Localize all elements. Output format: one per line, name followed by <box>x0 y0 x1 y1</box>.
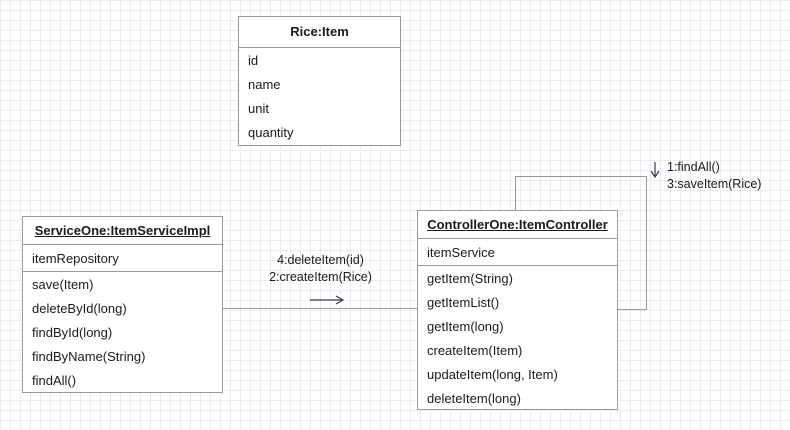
self-loop-left-segment <box>515 176 516 210</box>
self-loop-bottom-segment <box>617 309 647 310</box>
uml-operation-row: deleteItem(long) <box>427 390 521 406</box>
uml-box-controller-one[interactable]: ControllerOne:ItemController itemService… <box>417 210 618 410</box>
uml-operation-row: save(Item) <box>32 276 94 292</box>
uml-attributes-service-one: itemRepository <box>23 245 222 272</box>
message-label-controller-self: 1:findAll() 3:saveItem(Rice) <box>667 159 761 193</box>
uml-attribute-row: id <box>248 52 259 68</box>
message-line-3-saveitem: 3:saveItem(Rice) <box>667 177 762 191</box>
message-line-1-findall: 1:findAll() <box>667 160 720 174</box>
uml-attributes-controller-one: itemService <box>418 239 617 266</box>
uml-box-rice-item[interactable]: Rice:Item id name unit quantity <box>238 16 401 146</box>
uml-attribute-row: itemService <box>427 244 495 260</box>
message-line-2-createitem: 2:createItem(Rice) <box>269 270 372 284</box>
uml-operations-controller-one: getItem(String) getItemList() getItem(lo… <box>418 266 617 410</box>
uml-title-rice-item: Rice:Item <box>239 17 400 48</box>
self-loop-top-segment <box>515 176 646 177</box>
arrow-down-icon <box>649 161 661 181</box>
uml-attribute-row: name <box>248 76 281 92</box>
uml-attributes-rice-item: id name unit quantity <box>239 48 400 144</box>
uml-operation-row: getItemList() <box>427 294 500 310</box>
uml-title-service-one: ServiceOne:ItemServiceImpl <box>23 217 222 245</box>
uml-attribute-row: itemRepository <box>32 250 119 266</box>
uml-operation-row: findById(long) <box>32 324 113 340</box>
message-line-4-deleteitem: 4:deleteItem(id) <box>277 253 364 267</box>
uml-operation-row: getItem(long) <box>427 318 504 334</box>
uml-attribute-row: quantity <box>248 124 294 140</box>
uml-operation-row: updateItem(long, Item) <box>427 366 558 382</box>
uml-operation-row: getItem(String) <box>427 270 513 286</box>
uml-operation-row: deleteById(long) <box>32 300 127 316</box>
message-label-controller-to-service: 4:deleteItem(id) 2:createItem(Rice) <box>243 252 398 286</box>
uml-attribute-row: unit <box>248 100 269 116</box>
uml-box-service-one[interactable]: ServiceOne:ItemServiceImpl itemRepositor… <box>22 216 223 393</box>
uml-operation-row: findByName(String) <box>32 348 146 364</box>
self-loop-right-segment <box>646 176 647 309</box>
uml-title-controller-one: ControllerOne:ItemController <box>418 211 617 239</box>
uml-operations-service-one: save(Item) deleteById(long) findById(lon… <box>23 272 222 392</box>
uml-operation-row: createItem(Item) <box>427 342 523 358</box>
uml-operation-row: findAll() <box>32 372 77 388</box>
association-service-controller <box>223 308 418 309</box>
arrow-right-icon <box>309 294 349 306</box>
